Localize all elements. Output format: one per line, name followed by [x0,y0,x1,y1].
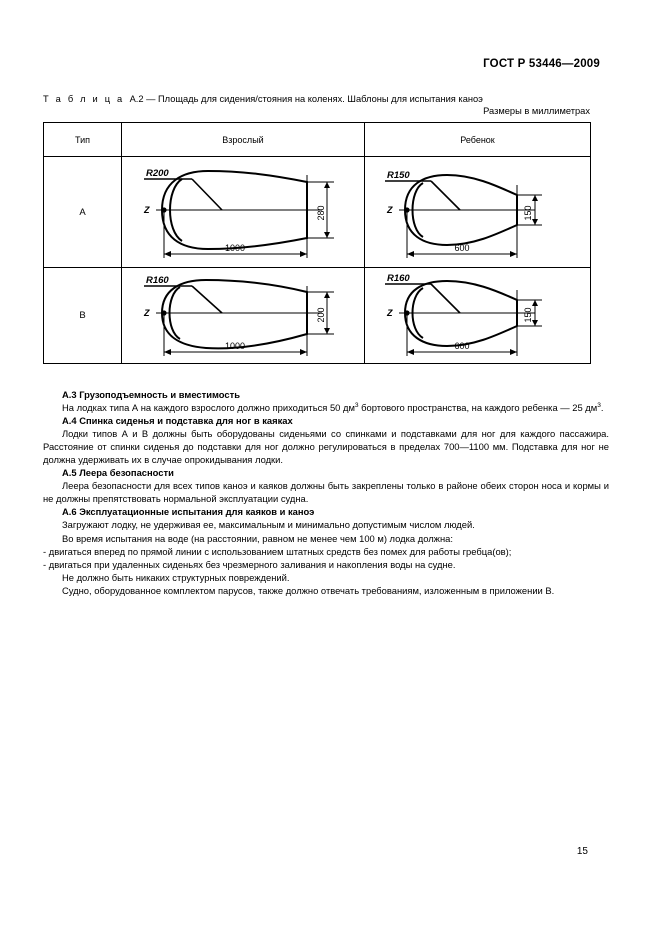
height-dimension-label: 280 [316,205,326,220]
table-caption-text: А.2 — Площадь для сидения/стояния на кол… [129,94,483,104]
radius-leader-line [430,180,461,211]
radius-label: R160 [146,275,169,286]
row-type-label-b: В [43,267,122,364]
section-a6-paragraph-2: Во время испытания на воде (на расстояни… [62,532,453,544]
length-arrow-right [510,251,517,257]
section-heading-a5: А.5 Леера безопасности [62,467,174,479]
templates-table: Тип Взрослый Ребенок А Z [43,122,591,364]
section-a3-paragraph: На лодках типа А на каждого взрослого до… [43,401,609,414]
document-body: А.3 Грузоподъемность и вместимость На ло… [43,388,609,597]
figure-cell-a-child: Z R150 150 [364,156,591,268]
section-heading-a3: А.3 Грузоподъемность и вместимость [62,389,240,400]
height-dimension-label: 200 [316,307,326,322]
table-row: А Z R [43,156,591,268]
height-dimension-label: 150 [523,205,533,220]
height-arrow-bottom [532,219,538,225]
figure-cell-b-adult: Z R160 200 [121,267,365,364]
radius-leader-line [191,285,223,314]
page-number: 15 [576,846,588,857]
radius-label: R200 [146,168,169,179]
height-arrow-top [532,300,538,306]
figure-cell-a-adult: Z R200 280 [121,156,365,268]
axis-label-z: Z [386,308,393,318]
height-arrow-top [324,182,330,188]
table-caption-prefix: Т а б л и ц а [43,94,125,104]
radius-leader-line [430,283,461,314]
section-a4-paragraph: Лодки типов А и В должны быть оборудован… [43,428,609,466]
canoe-template-a-child: Z R150 150 [365,157,590,267]
radius-leader-line [191,178,223,211]
height-arrow-bottom [324,232,330,238]
height-arrow-top [324,292,330,298]
section-a6-bullet-2: - двигаться при удаленных сиденьях без ч… [43,558,456,570]
length-arrow-right [300,251,307,257]
length-arrow-right [510,349,517,355]
radius-label: R150 [387,170,410,181]
height-arrow-bottom [324,328,330,334]
length-arrow-left [164,349,171,355]
height-arrow-bottom [532,320,538,326]
column-header-adult: Взрослый [121,122,365,157]
length-dimension-label: 600 [454,243,469,253]
section-a6-paragraph-3: Не должно быть никаких структурных повре… [62,571,290,583]
a3-text-part3: . [600,402,604,414]
length-arrow-left [407,349,414,355]
canoe-diagram-svg: Z R150 150 [385,170,542,258]
canoe-outline [160,278,308,350]
a3-text-part2: бортового пространства, на каждого ребен… [358,402,598,414]
axis-label-z: Z [143,308,150,318]
section-a5-paragraph: Леера безопасности для всех типов каноэ … [43,480,609,505]
axis-label-z: Z [386,205,393,215]
a3-superscript-1: 3 [354,401,359,409]
axis-label-z: Z [143,205,150,215]
table-header-row: Тип Взрослый Ребенок [43,122,591,157]
section-heading-a6: А.6 Эксплуатационные испытания для каяко… [62,506,315,518]
canoe-template-b-adult: Z R160 200 [122,268,364,363]
section-a6-paragraph-4: Судно, оборудованное комплектом парусов,… [62,584,555,596]
length-arrow-left [407,251,414,257]
section-a6-paragraph-1: Загружают лодку, не удерживая ее, максим… [62,519,475,531]
figure-cell-b-child: Z R160 150 [364,267,591,364]
column-header-type: Тип [43,122,122,157]
length-dimension-label: 600 [454,341,469,351]
table-caption: Т а б л и ц а А.2 — Площадь для сидения/… [43,93,605,105]
length-dimension-label: 1000 [225,341,245,351]
table-units-note: Размеры в миллиметрах [483,106,590,116]
row-type-label-a: А [43,156,122,268]
section-a6-bullet-1: - двигаться вперед по прямой линии с исп… [43,545,512,557]
column-header-child: Ребенок [364,122,591,157]
table-row: В Z R160 [43,267,591,364]
canoe-template-b-child: Z R160 150 [365,268,590,363]
length-dimension-label: 1000 [225,243,245,253]
height-dimension-label: 150 [523,307,533,322]
height-arrow-top [532,195,538,201]
length-arrow-right [300,349,307,355]
canoe-diagram-svg: Z R160 200 [143,275,334,356]
canoe-diagram-svg: Z R200 280 [143,168,334,258]
canoe-template-a-adult: Z R200 280 [122,157,364,267]
radius-label: R160 [387,273,410,284]
a3-superscript-2: 3 [597,401,601,409]
section-heading-a4: А.4 Спинка сиденья и подставка для ног в… [62,415,293,427]
standard-number-header: ГОСТ Р 53446—2009 [483,58,600,70]
length-arrow-left [164,251,171,257]
a3-text-part1: На лодках типа А на каждого взрослого до… [62,402,355,414]
canoe-diagram-svg: Z R160 150 [385,273,542,356]
